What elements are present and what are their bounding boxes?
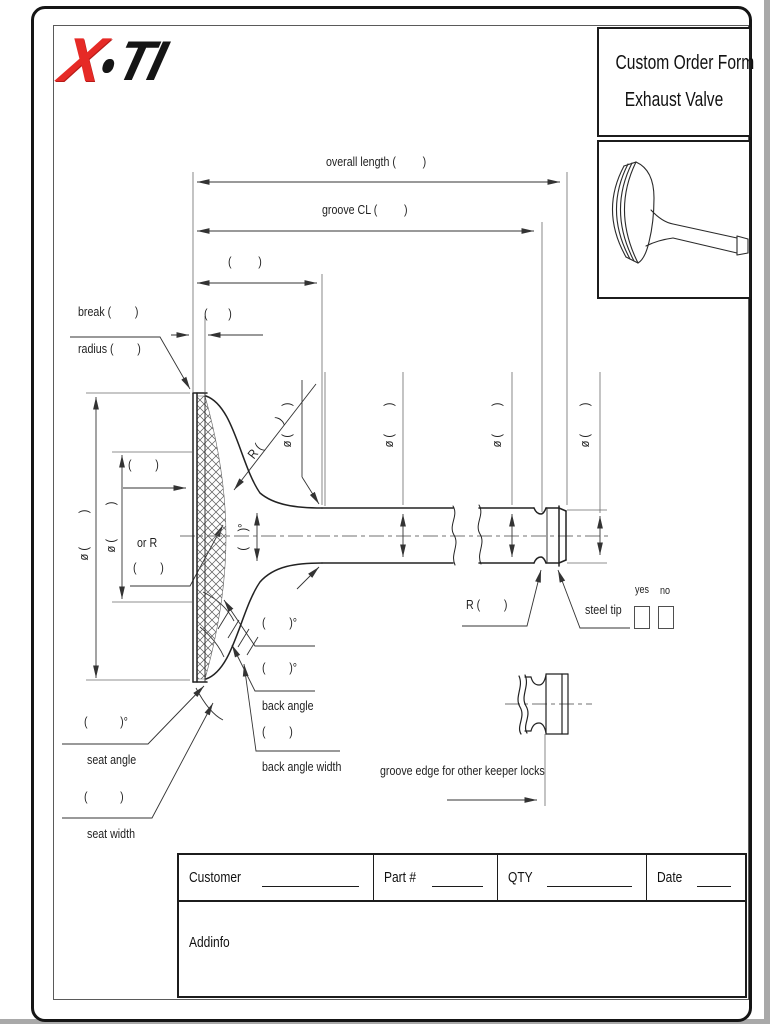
dim-head-edge: ( ) xyxy=(128,457,159,472)
label-back-angle-width: back angle width xyxy=(262,759,342,774)
addinfo-label: Addinfo xyxy=(189,934,230,951)
label-back-angle: back angle xyxy=(262,698,314,713)
qty-label: QTY xyxy=(508,869,533,886)
form-subtitle: Exhaust Valve xyxy=(624,89,724,111)
date-cell: Date xyxy=(647,855,745,900)
dim-groove-cl: groove CL ( ) xyxy=(322,202,408,217)
dim-back-angle-value-1: ( )° xyxy=(262,615,298,630)
dim-stem-dia-2: ø ( ) xyxy=(380,402,396,448)
valve-outline xyxy=(192,392,567,683)
customer-cell: Customer xyxy=(179,855,374,900)
part-cell: Part # xyxy=(374,855,498,900)
qty-field[interactable] xyxy=(546,885,632,887)
valve-sketch xyxy=(611,161,749,264)
dim-or-r-value: ( ) xyxy=(133,560,164,575)
extension-lines xyxy=(86,172,607,806)
part-label: Part # xyxy=(384,869,417,886)
center-lines xyxy=(180,535,612,705)
addinfo-cell[interactable]: Addinfo xyxy=(179,902,745,996)
label-yes: yes xyxy=(635,584,650,596)
part-field[interactable] xyxy=(432,885,483,887)
dim-margin-width: ( ) xyxy=(204,306,232,321)
dim-overall-length: overall length ( ) xyxy=(326,154,427,169)
steel-tip-no-checkbox[interactable] xyxy=(658,606,674,629)
dim-back-angle-width-value: ( ) xyxy=(262,724,293,739)
label-seat-angle: seat angle xyxy=(87,752,137,767)
order-table-header-row: Customer Part # QTY Date xyxy=(179,855,745,902)
label-no: no xyxy=(660,585,671,597)
qty-cell: QTY xyxy=(498,855,647,900)
dim-head-to-neck: ( ) xyxy=(228,254,262,269)
steel-tip-yes-checkbox[interactable] xyxy=(634,606,650,629)
customer-label: Customer xyxy=(189,869,242,886)
dim-or-r: or R xyxy=(137,535,158,550)
scan-edge-right xyxy=(764,0,770,1024)
label-keeper-note: groove edge for other keeper locks xyxy=(380,763,545,778)
valve-picture-box xyxy=(597,140,751,299)
dim-tip-radius: R ( ) xyxy=(466,597,508,612)
dim-seat-width-value: ( ) xyxy=(84,789,124,804)
drawing-frame xyxy=(53,25,749,1000)
dimension-lines xyxy=(93,179,603,803)
label-seat-width: seat width xyxy=(87,826,136,841)
dim-back-angle-value-2: ( )° xyxy=(262,660,298,675)
leader-lines xyxy=(62,336,630,819)
label-steel-tip: steel tip xyxy=(585,602,622,617)
dim-head-diameter: ø ( ) xyxy=(75,509,91,561)
head-section-hatch xyxy=(196,395,227,680)
dim-break: break ( ) xyxy=(78,304,139,319)
date-label: Date xyxy=(657,869,683,886)
dim-tip-dia: ø ( ) xyxy=(576,402,592,448)
dim-seat-angle-value: ( )° xyxy=(84,714,128,729)
customer-field[interactable] xyxy=(262,885,359,887)
date-field[interactable] xyxy=(696,885,731,887)
keeper-groove-detail xyxy=(517,673,569,735)
title-box: Custom Order Form Exhaust Valve xyxy=(597,27,754,137)
dim-radius: radius ( ) xyxy=(78,341,141,356)
dim-stem-dia-1: ø ( ) xyxy=(278,402,294,448)
order-table: Customer Part # QTY Date Addinfo xyxy=(177,853,747,998)
dim-neck-angle: ( )° xyxy=(234,523,250,551)
dim-stem-dia-3: ø ( ) xyxy=(488,402,504,448)
dim-seat-inner-diameter: ø ( ) xyxy=(102,501,118,553)
